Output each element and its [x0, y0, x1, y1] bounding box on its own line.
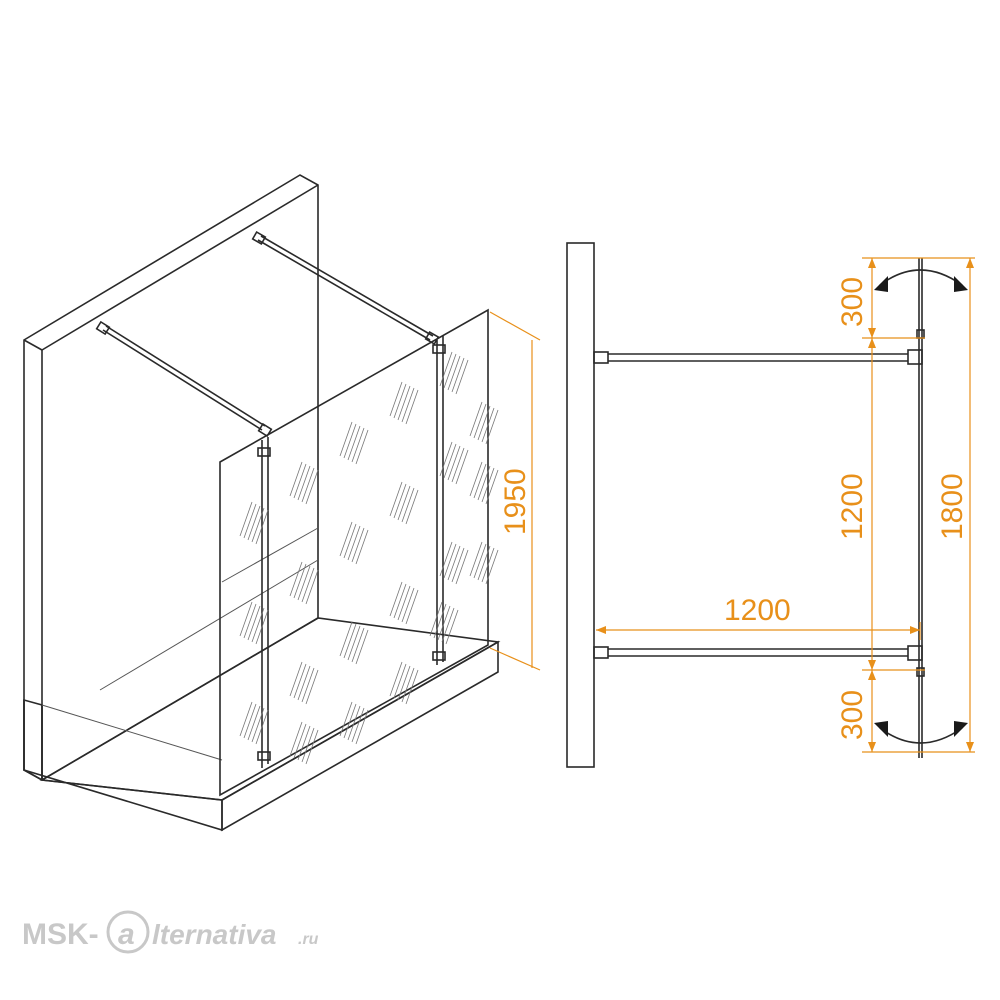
support-bar-2	[251, 230, 440, 346]
dimension-label-1200-horizontal: 1200	[724, 594, 791, 627]
support-bar-1	[95, 320, 273, 438]
watermark-logo: MSK- a lternativa .ru	[22, 910, 319, 954]
at-sign-icon	[106, 910, 150, 954]
glass-reflection-stroke	[439, 441, 469, 485]
glass-reflection-stroke	[439, 351, 469, 395]
plan-glass	[916, 258, 925, 758]
isometric-view: 1950	[23, 174, 541, 832]
watermark-domain: .ru	[298, 931, 319, 948]
plan-dimensions: 300 1200 1800 300 1200	[596, 257, 975, 753]
watermark-logo-letter: a	[118, 918, 135, 951]
glass-reflection-stroke	[239, 501, 269, 545]
hinge-profile-left	[257, 437, 271, 768]
watermark-suffix: lternativa	[152, 919, 277, 950]
glass-reflection-stroke	[339, 421, 369, 465]
swing-arrow-bottom-icon	[874, 721, 968, 744]
glass-reflection-stroke	[289, 661, 319, 705]
glass-reflection-stroke	[289, 561, 319, 605]
plan-view: 300 1200 1800 300 1200	[566, 242, 975, 768]
glass-reflection-stroke	[469, 461, 499, 505]
watermark-prefix: MSK-	[22, 918, 99, 951]
glass-reflection-stroke	[429, 601, 459, 645]
glass-reflection-stroke	[469, 401, 499, 445]
dimension-1950: 1950	[489, 311, 541, 671]
glass-reflection-stroke	[239, 701, 269, 745]
glass-reflection-stroke	[389, 661, 419, 705]
glass-reflection-stroke	[339, 521, 369, 565]
glass-reflection-stroke	[339, 621, 369, 665]
glass-reflection-stroke	[289, 461, 319, 505]
glass-reflection-stroke	[289, 721, 319, 765]
glass-reflection-stroke	[469, 541, 499, 585]
swing-arrow-top-icon	[874, 269, 968, 292]
dimension-label-300-top: 300	[836, 277, 869, 327]
glass-main-panel	[219, 308, 489, 797]
dimension-label-1800: 1800	[936, 473, 969, 540]
dimension-label-300-bottom: 300	[836, 690, 869, 740]
glass-reflection-stroke	[389, 481, 419, 525]
hinge-profile-right	[432, 336, 446, 665]
dimension-label-1200-vertical: 1200	[836, 473, 869, 540]
glass-pattern	[239, 351, 499, 765]
glass-reflection-stroke	[339, 701, 369, 745]
plan-bar-top	[593, 349, 923, 365]
back-wall	[23, 174, 319, 781]
dimension-label-1950: 1950	[499, 468, 532, 535]
glass-reflection-stroke	[389, 381, 419, 425]
plan-bar-bottom	[593, 645, 923, 661]
glass-reflection-stroke	[439, 541, 469, 585]
glass-reflection-stroke	[239, 601, 269, 645]
glass-reflection-stroke	[389, 581, 419, 625]
shower-tray	[23, 559, 501, 832]
wall-section	[566, 242, 595, 768]
